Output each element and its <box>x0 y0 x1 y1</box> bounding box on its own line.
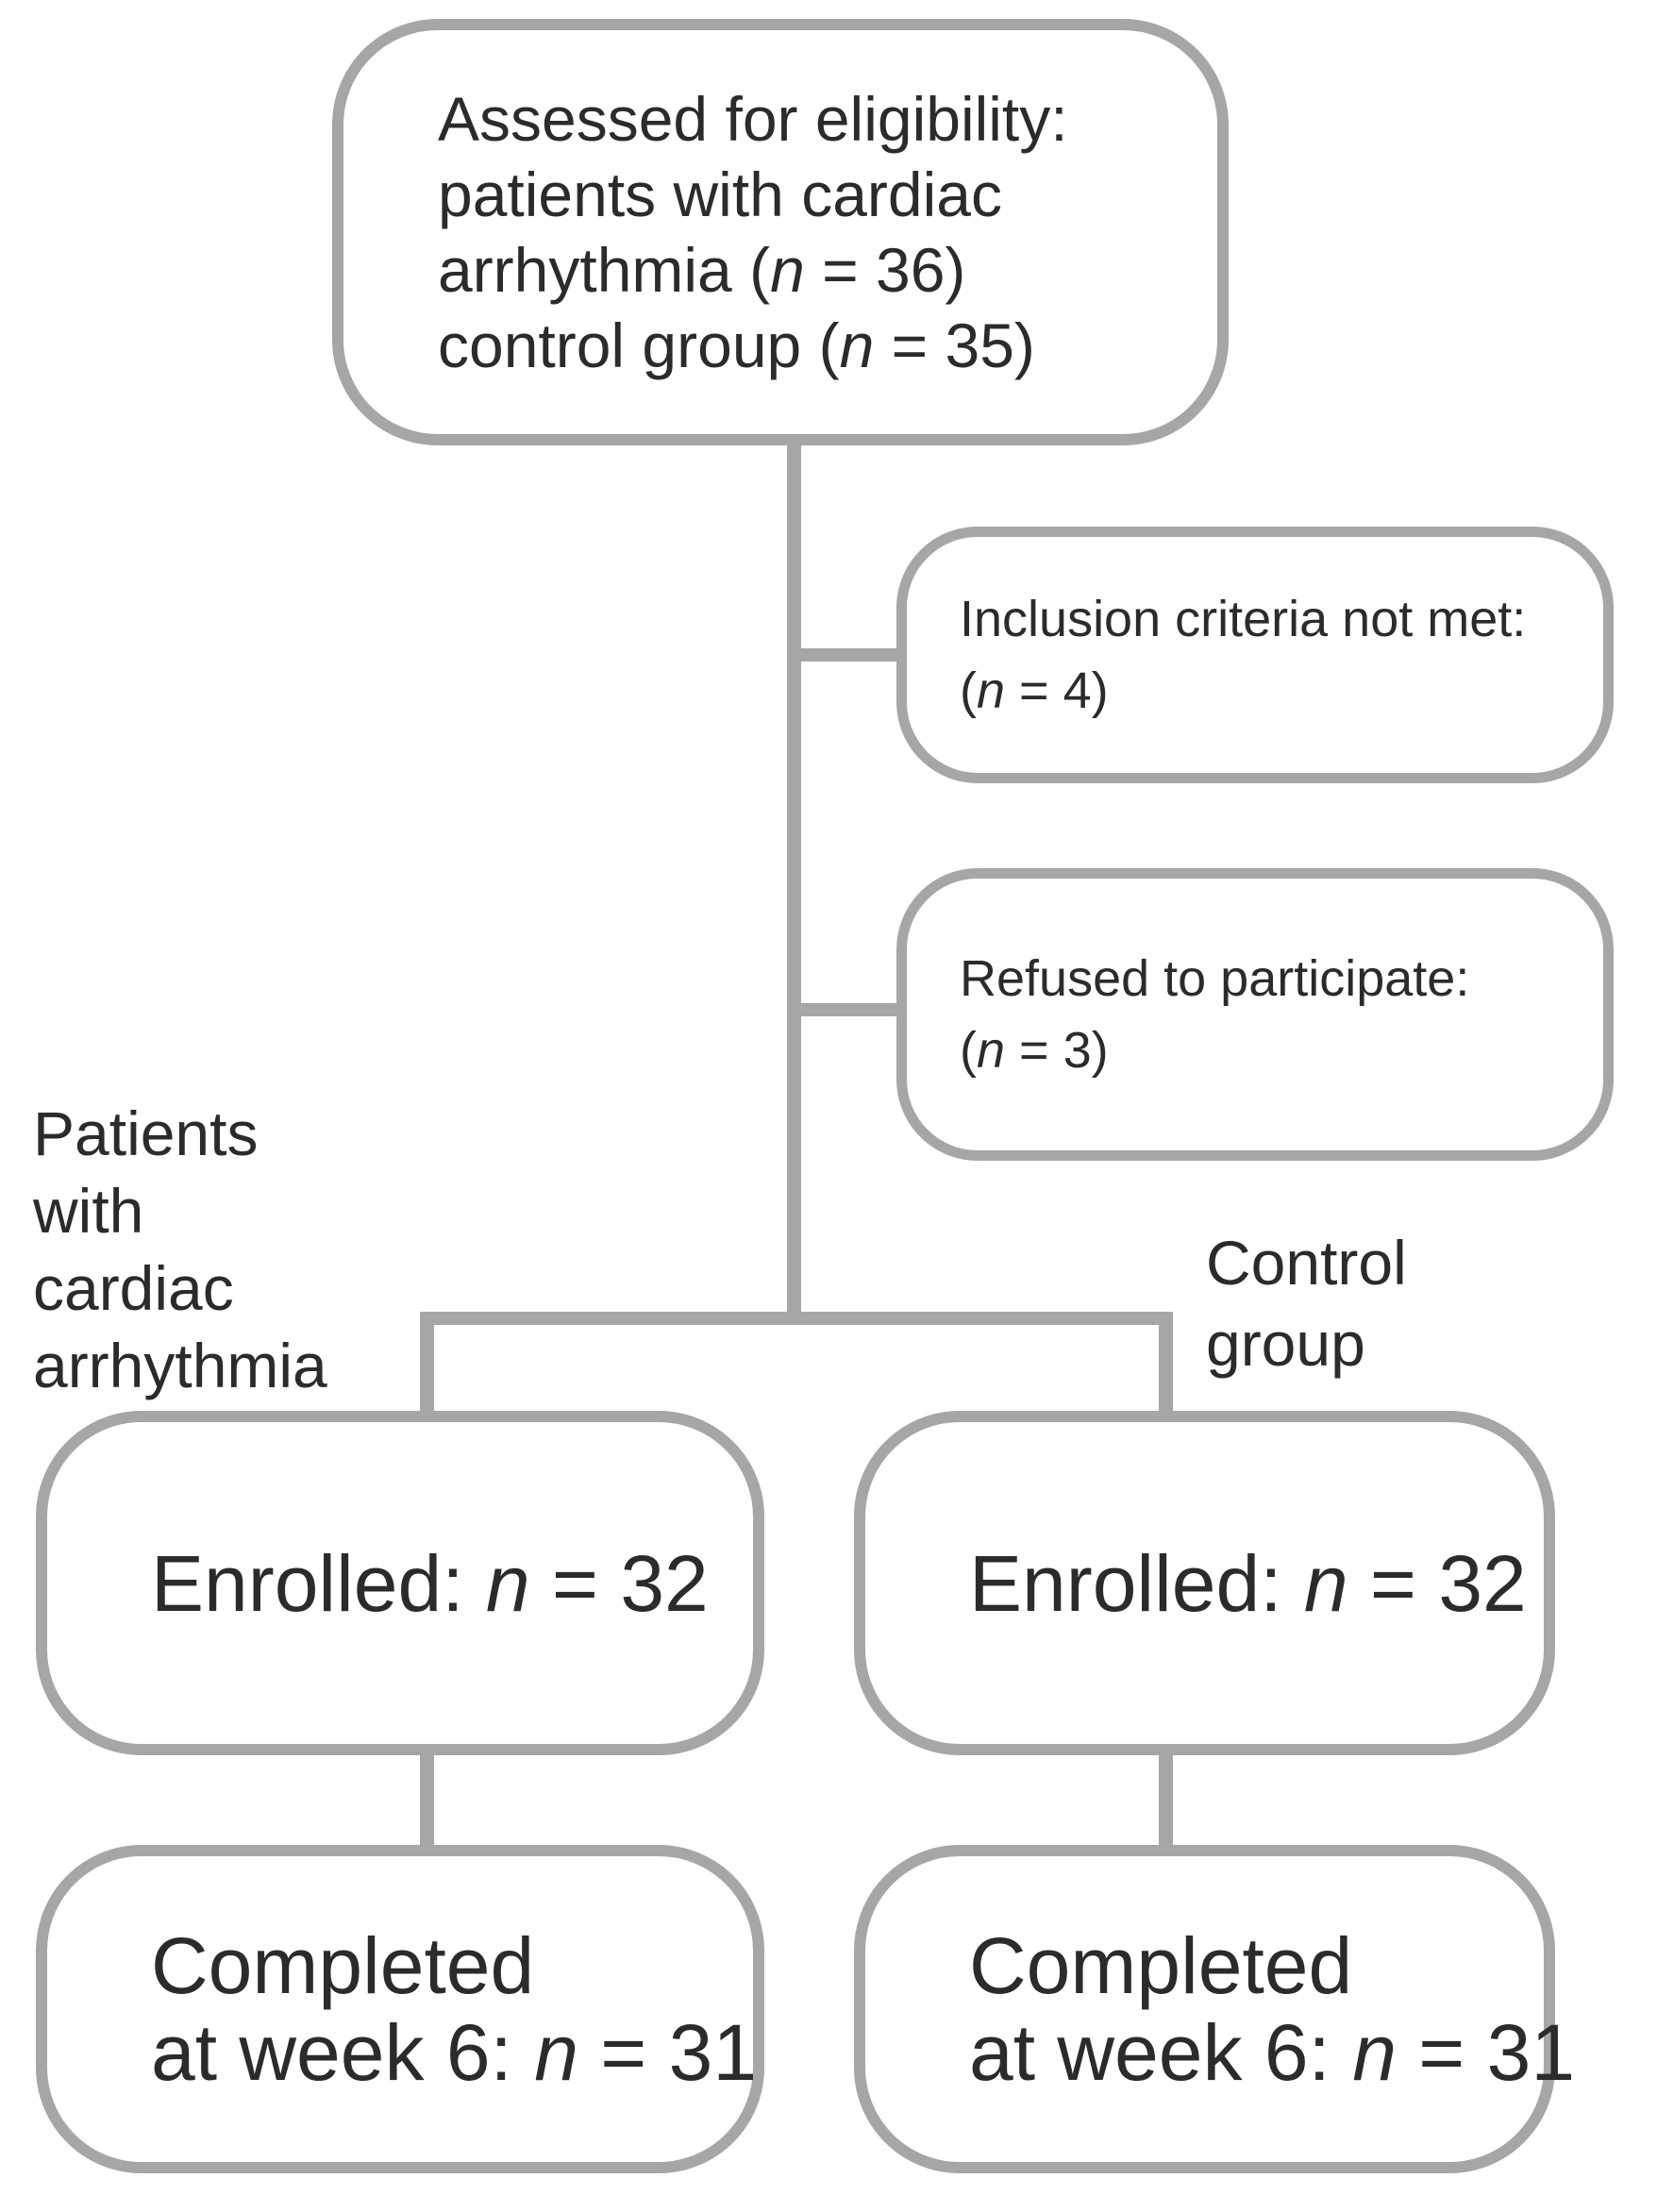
refused-to-participate-box: Refused to participate:(n = 3) <box>896 868 1614 1161</box>
refused-connector-line <box>795 1003 900 1016</box>
inclusion-connector-line <box>795 648 900 662</box>
left-arm-lower-connector-line <box>420 1751 434 1852</box>
enrolled-right-box: Enrolled: n = 32 <box>854 1411 1555 1755</box>
refused-to-participate-text: Refused to participate:(n = 3) <box>960 950 1470 1079</box>
enrolled-left-box: Enrolled: n = 32 <box>36 1411 764 1755</box>
assessed-eligibility-box: Assessed for eligibility:patients with c… <box>332 19 1229 445</box>
left-arm-upper-connector-line <box>420 1319 434 1418</box>
inclusion-criteria-not-met-text: Inclusion criteria not met:(n = 4) <box>960 591 1527 719</box>
inclusion-criteria-not-met-box: Inclusion criteria not met:(n = 4) <box>896 527 1614 783</box>
branch-connector-line <box>420 1312 1173 1325</box>
enrolled-right-text: Enrolled: n = 32 <box>969 1538 1527 1628</box>
enrolled-left-text: Enrolled: n = 32 <box>151 1538 709 1628</box>
right-arm-lower-connector-line <box>1159 1751 1173 1852</box>
assessed-eligibility-text: Assessed for eligibility:patients with c… <box>438 84 1068 380</box>
stem-connector-line <box>787 436 801 1325</box>
right-arm-upper-connector-line <box>1159 1319 1173 1418</box>
